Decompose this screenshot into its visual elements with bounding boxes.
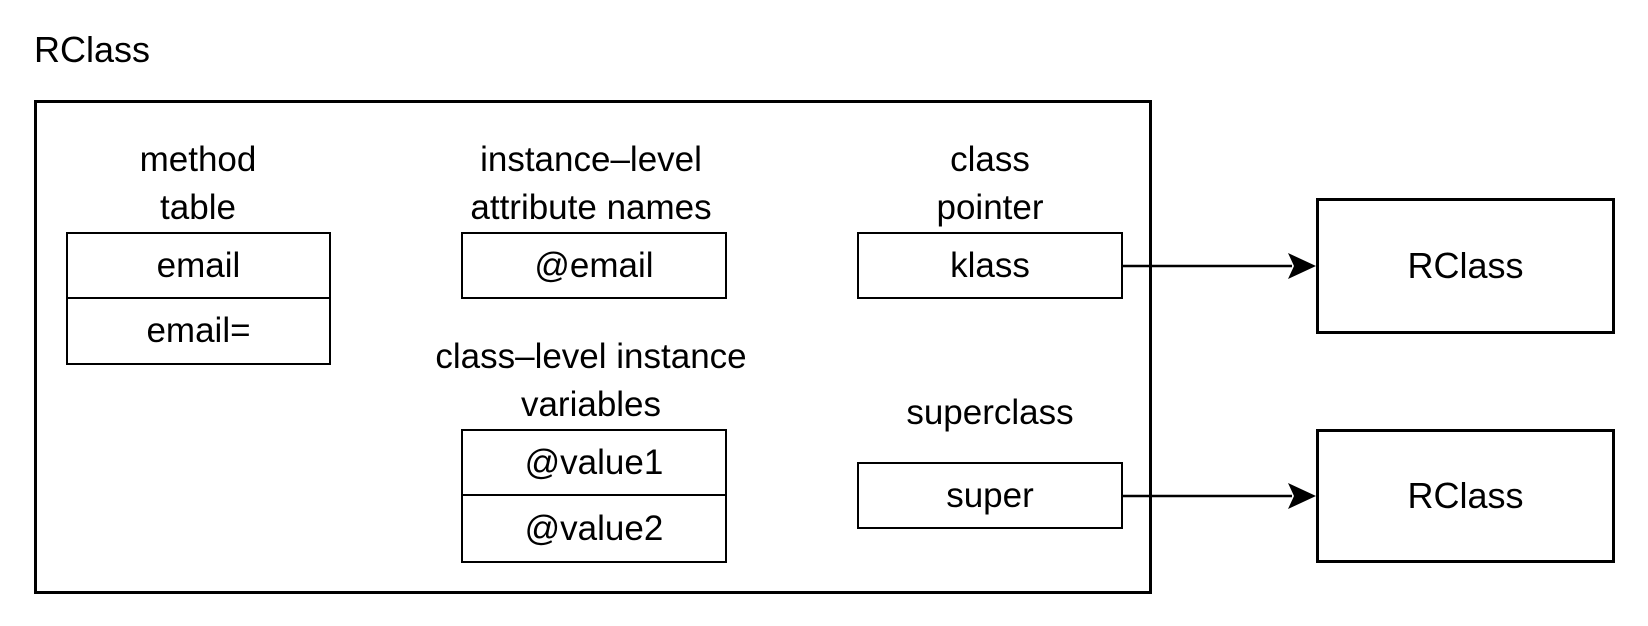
method-table-row-email-setter: email= [66, 299, 331, 365]
class-pointer-label-line1: class [950, 140, 1030, 179]
superclass-super: super [857, 462, 1123, 529]
instance-attributes-label: instance–level attribute names [434, 136, 748, 232]
instance-attributes-label-line2: attribute names [470, 188, 712, 227]
method-table-label-line2: table [160, 188, 236, 227]
method-table-label-line1: method [139, 140, 257, 179]
class-pointer-label: class pointer [857, 136, 1123, 232]
class-ivar-value2: @value2 [461, 496, 727, 563]
diagram-title: RClass [34, 29, 151, 70]
instance-attributes-label-line1: instance–level [480, 140, 702, 179]
class-pointer-label-line2: pointer [936, 188, 1044, 227]
class-ivar-value1: @value1 [461, 429, 727, 496]
super-target-rclass: RClass [1316, 429, 1615, 563]
class-ivars-label-line2: variables [520, 385, 662, 424]
rclass-container [34, 100, 1152, 594]
superclass-label: superclass [857, 389, 1123, 437]
method-table-label: method table [66, 136, 330, 232]
method-table-row-email: email [66, 232, 331, 299]
class-ivars-label-line1: class–level instance [435, 337, 747, 376]
superclass-label-line1: superclass [906, 393, 1074, 432]
instance-attribute-email: @email [461, 232, 727, 299]
class-pointer-klass: klass [857, 232, 1123, 299]
klass-target-rclass: RClass [1316, 198, 1615, 334]
class-ivars-label: class–level instance variables [394, 333, 788, 429]
